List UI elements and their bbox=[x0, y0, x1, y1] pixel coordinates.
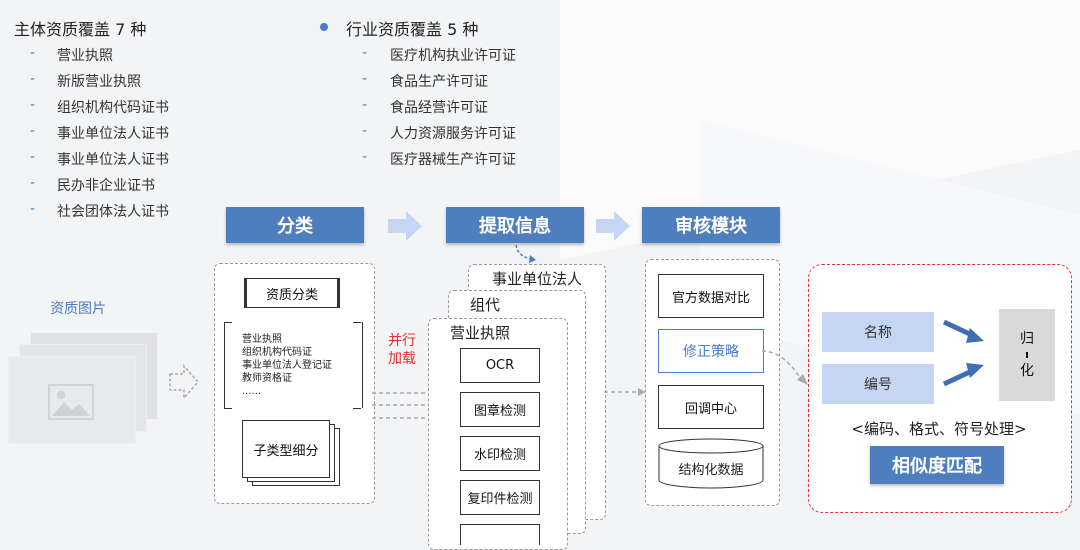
chevron-right-icon bbox=[388, 211, 422, 241]
doc-type: 教师资格证 bbox=[242, 373, 292, 384]
list-item: 食品经营许可证 bbox=[390, 100, 488, 116]
subtype-box: 子类型细分 bbox=[242, 420, 330, 478]
normalize-box: 归 化 bbox=[999, 309, 1055, 401]
down-arrow-icon bbox=[515, 244, 536, 263]
image-stack bbox=[8, 332, 158, 444]
stack-title: 事业单位法人 bbox=[492, 270, 583, 288]
connector-arrow bbox=[762, 350, 808, 385]
bullet-icon bbox=[320, 23, 328, 31]
left-list-title: 主体资质覆盖 7 种 bbox=[14, 20, 147, 39]
list-item: 组织机构代码证书 bbox=[57, 100, 169, 116]
list-item: 营业执照 bbox=[57, 48, 113, 64]
name-field: 名称 bbox=[822, 312, 934, 352]
normalize-char: 归 bbox=[1020, 331, 1034, 347]
similarity-header: 相似度匹配 bbox=[870, 446, 1004, 484]
database-icon bbox=[658, 438, 764, 489]
list-item: 医疗器械生产许可证 bbox=[390, 152, 516, 168]
list-item: 社会团体法人证书 bbox=[57, 204, 169, 220]
input-label: 资质图片 bbox=[50, 301, 106, 317]
parallel-label: 并行加载 bbox=[388, 333, 416, 367]
doc-type: ...... bbox=[242, 386, 262, 397]
arrow-right-icon bbox=[942, 319, 984, 343]
connector-arrow bbox=[604, 388, 646, 396]
list-item: 医疗机构执业许可证 bbox=[390, 48, 516, 64]
copy-detect-step: 复印件检测 bbox=[460, 480, 540, 515]
chevron-right-icon bbox=[596, 211, 630, 241]
right-list-title: 行业资质覆盖 5 种 bbox=[346, 20, 479, 39]
seal-detect-step: 图章检测 bbox=[460, 392, 540, 427]
arrow-right-icon bbox=[942, 363, 984, 387]
image-icon bbox=[48, 384, 94, 420]
doc-type: 事业单位法人登记证 bbox=[242, 360, 332, 371]
extract-header: 提取信息 bbox=[446, 207, 584, 243]
watermark-detect-step: 水印检测 bbox=[460, 436, 540, 471]
review-header: 审核模块 bbox=[642, 207, 780, 243]
ocr-step: OCR bbox=[460, 348, 540, 383]
code-field: 编号 bbox=[822, 364, 934, 404]
normalize-divider bbox=[1026, 352, 1028, 358]
list-item: 人力资源服务许可证 bbox=[390, 126, 516, 142]
normalize-char: 化 bbox=[1020, 363, 1034, 379]
doc-type: 营业执照 bbox=[242, 334, 282, 345]
database-label: 结构化数据 bbox=[678, 463, 744, 478]
list-item: 事业单位法人证书 bbox=[57, 152, 169, 168]
stack-title: 营业执照 bbox=[450, 324, 511, 342]
list-item: 食品生产许可证 bbox=[390, 74, 488, 90]
list-item: 新版营业执照 bbox=[57, 74, 141, 90]
official-compare-box: 官方数据对比 bbox=[658, 274, 764, 318]
classify-box: 资质分类 bbox=[244, 278, 340, 308]
callback-center-box: 回调中心 bbox=[658, 385, 764, 429]
classify-header: 分类 bbox=[226, 207, 364, 243]
list-item: 民办非企业证书 bbox=[57, 178, 155, 194]
list-item: 事业单位法人证书 bbox=[57, 126, 169, 142]
stack-title: 组代 bbox=[470, 296, 501, 314]
fix-strategy-box: 修正策略 bbox=[658, 329, 764, 373]
doc-types-list: 营业执照 组织机构代码证 事业单位法人登记证 教师资格证 ...... bbox=[242, 333, 332, 398]
doc-types-bracket bbox=[224, 322, 363, 408]
process-note: <编码、格式、符号处理> bbox=[851, 420, 1027, 438]
hollow-arrow-icon bbox=[169, 364, 199, 400]
doc-type: 组织机构代码证 bbox=[242, 347, 312, 358]
